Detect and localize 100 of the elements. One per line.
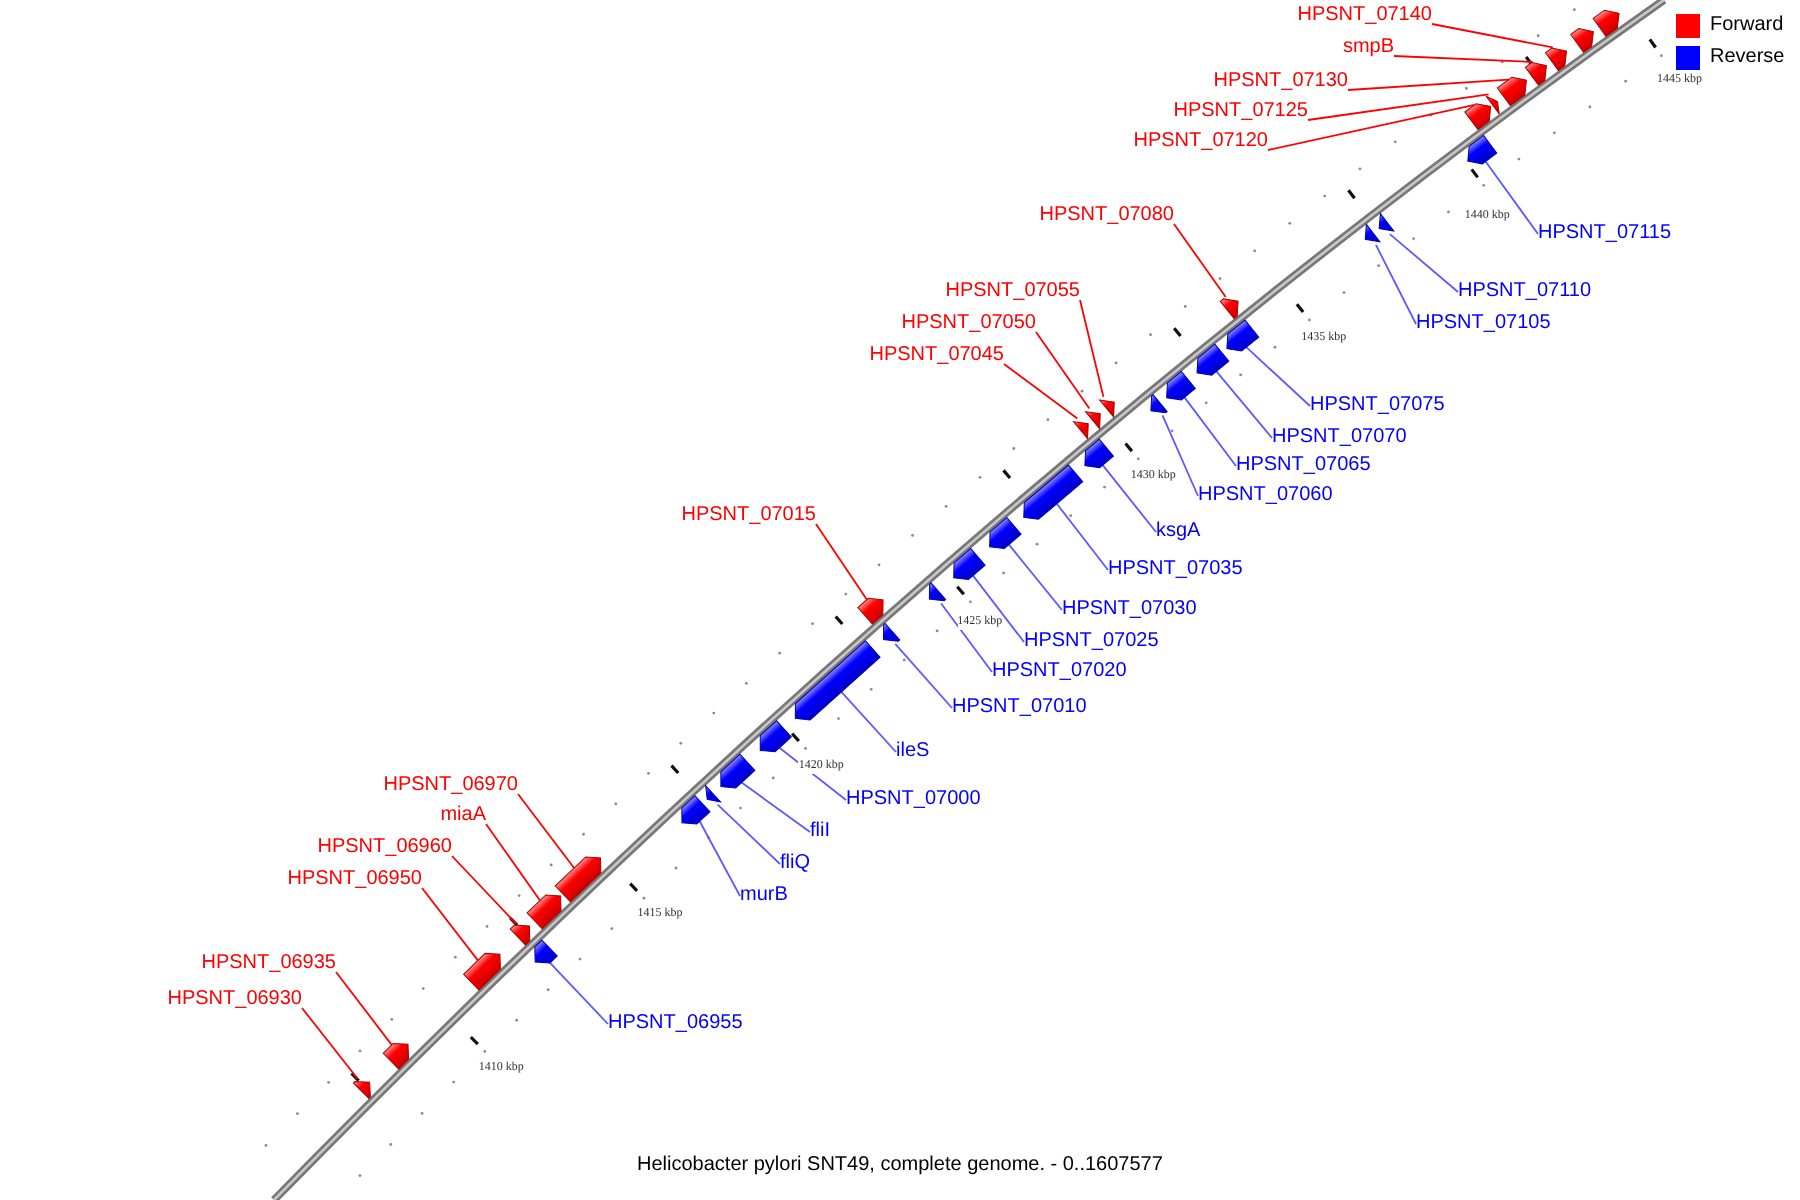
gene-block (857, 597, 884, 625)
leader-line (1393, 55, 1534, 63)
leader-line (421, 887, 479, 962)
gene-label: HPSNT_07020 (992, 660, 1127, 684)
leader-line (1389, 233, 1459, 293)
gene-label: fliQ (780, 852, 810, 876)
gene-block (681, 795, 711, 825)
gene-block (928, 582, 947, 602)
leader-line (716, 803, 781, 865)
leader-line (1035, 331, 1091, 410)
gene-label: miaA (440, 804, 486, 828)
gene-block (1166, 371, 1196, 401)
gene-label: HPSNT_07080 (1039, 204, 1174, 228)
leader-line (740, 781, 811, 833)
gene-block (463, 952, 501, 991)
gene-block (1084, 438, 1114, 469)
leader-line (451, 855, 517, 925)
gene-label: HPSNT_07105 (1416, 312, 1551, 336)
gene-block (953, 548, 986, 581)
gene-label: HPSNT_07115 (1538, 222, 1672, 246)
gene-label: HPSNT_07000 (846, 788, 981, 812)
leader-line (1055, 502, 1109, 571)
gene-label: smpB (1342, 36, 1394, 60)
leader-line (778, 746, 847, 801)
gene-label: HPSNT_07065 (1236, 454, 1371, 478)
leader-line (1161, 414, 1199, 497)
gene-label: fliI (810, 820, 830, 844)
gene-block (720, 753, 756, 789)
leader-line (549, 962, 609, 1025)
gene-label: HPSNT_07075 (1310, 394, 1445, 418)
gene-label: HPSNT_07045 (869, 344, 1004, 368)
gene-label: ksgA (1156, 520, 1201, 544)
gene-block (1219, 298, 1239, 320)
gene-block (1150, 394, 1168, 414)
leader-line (1215, 370, 1273, 439)
leader-line (1101, 464, 1157, 533)
leader-line (940, 602, 993, 673)
gene-label: HPSNT_07050 (901, 312, 1036, 336)
legend-label: Reverse (1710, 46, 1785, 70)
gene-block (526, 894, 562, 930)
gene-block (1592, 9, 1620, 37)
leader-line (1307, 93, 1490, 121)
gene-label: HPSNT_07030 (1062, 598, 1197, 622)
gene-label: HPSNT_07060 (1198, 484, 1333, 508)
leader-line (517, 793, 575, 869)
leader-line (485, 823, 541, 902)
gene-label: HPSNT_06960 (317, 836, 452, 860)
gene-label: ileS (896, 740, 930, 764)
leader-line (972, 574, 1025, 643)
gene-block (1085, 411, 1101, 430)
gene-label: HPSNT_07070 (1272, 426, 1407, 450)
gene-block (1099, 399, 1115, 418)
gene-block (759, 720, 792, 753)
gene-label: HPSNT_07140 (1297, 4, 1432, 28)
gene-block (1378, 213, 1395, 232)
gene-block (1524, 62, 1547, 86)
gene-block (989, 517, 1022, 550)
leader-line (335, 971, 393, 1046)
leader-line (1183, 396, 1237, 467)
gene-block (1073, 421, 1089, 440)
leader-line (1431, 23, 1554, 49)
legend-label: Forward (1710, 14, 1784, 38)
leader-line (1347, 78, 1510, 91)
leader-line (1375, 244, 1417, 325)
gene-label: HPSNT_07015 (681, 504, 816, 528)
gene-label: HPSNT_07055 (945, 280, 1080, 304)
gene-label: HPSNT_06970 (383, 774, 518, 798)
gene-block (1196, 343, 1230, 376)
gene-block (1464, 103, 1492, 131)
gene-label: HPSNT_07025 (1024, 630, 1159, 654)
gene-block (1467, 134, 1498, 165)
leader-line (698, 820, 741, 897)
gene-block (554, 856, 602, 903)
gene-block (1364, 223, 1381, 243)
gene-block (1226, 319, 1260, 352)
leader-line (1173, 223, 1227, 298)
gene-block (1023, 464, 1084, 520)
leader-line (1484, 160, 1539, 235)
gene-block (705, 785, 722, 803)
gene-block (1544, 47, 1567, 71)
gene-label: HPSNT_07130 (1213, 70, 1348, 94)
leader-line (301, 1007, 359, 1080)
gene-label: HPSNT_06955 (608, 1012, 743, 1036)
gene-label: HPSNT_07125 (1173, 100, 1308, 124)
gene-label: HPSNT_07110 (1458, 280, 1592, 304)
gene-label: HPSNT_07010 (952, 696, 1087, 720)
gene-label: HPSNT_07035 (1108, 558, 1243, 582)
gene-label: HPSNT_06935 (201, 952, 336, 976)
gene-block (794, 640, 881, 721)
leader-line (1003, 363, 1079, 420)
gene-block (352, 1081, 371, 1100)
gene-block (509, 924, 531, 946)
gene-label: murB (740, 884, 788, 908)
gene-block (1485, 95, 1500, 115)
leader-line (1079, 299, 1105, 398)
gene-block (1570, 28, 1594, 53)
leader-line (1245, 346, 1311, 407)
leader-line (840, 690, 897, 753)
leader-line (1267, 103, 1476, 151)
gene-block (382, 1042, 410, 1070)
